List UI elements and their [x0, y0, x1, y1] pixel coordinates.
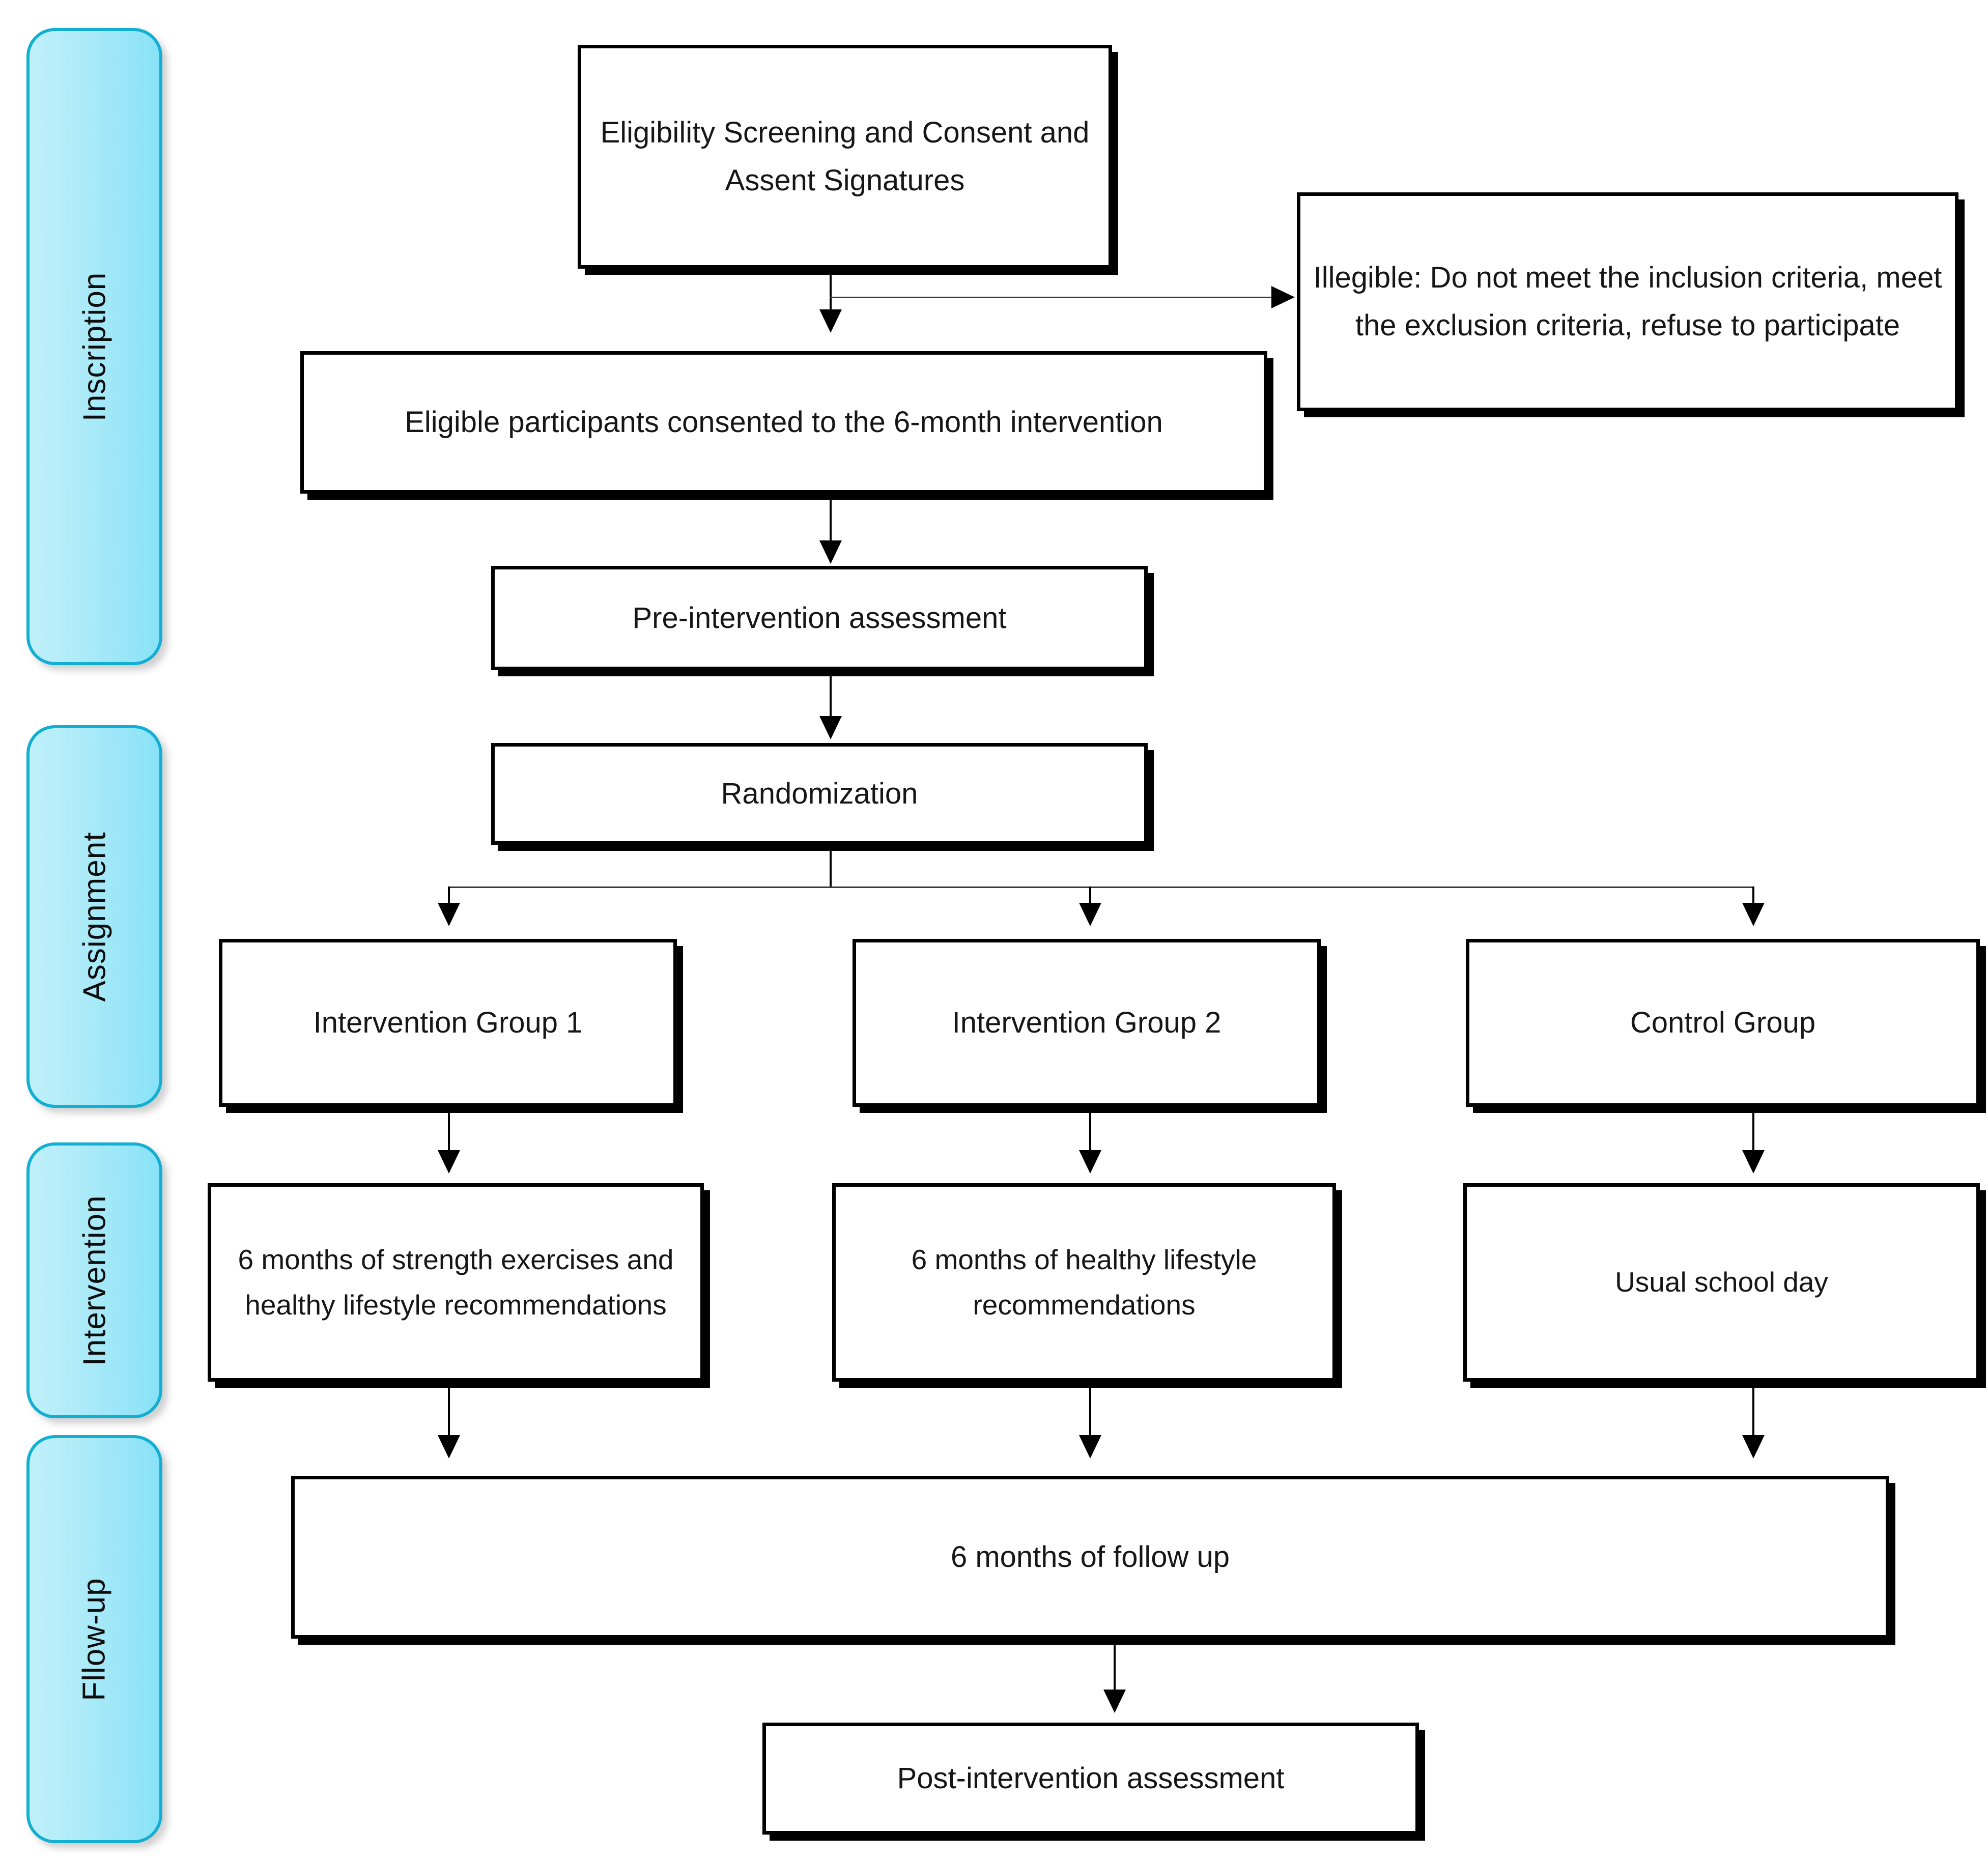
node-usual-school-day-label: Usual school day: [1615, 1266, 1828, 1298]
connector-bus-to-control: [1752, 886, 1754, 913]
node-pre-intervention-assessment[interactable]: Pre-intervention assessment: [491, 566, 1148, 670]
node-randomization[interactable]: Randomization: [491, 743, 1148, 845]
connector-control-to-usual-school-day: [1752, 1107, 1754, 1158]
node-intervention-group-2-label: Intervention Group 2: [952, 1006, 1222, 1040]
phase-tab-assignment[interactable]: Assignment: [26, 725, 162, 1108]
phase-tab-label: Fllow-up: [76, 1577, 112, 1701]
node-control-group[interactable]: Control Group: [1466, 939, 1980, 1107]
node-eligibility-screening[interactable]: Eligibility Screening and Consent and As…: [578, 45, 1112, 269]
node-control-group-label: Control Group: [1630, 1006, 1816, 1040]
node-usual-school-day[interactable]: Usual school day: [1463, 1183, 1980, 1382]
connector-pre-assessment-to-randomization: [830, 670, 832, 726]
node-intervention-group-2[interactable]: Intervention Group 2: [853, 939, 1321, 1107]
phase-tab-inscription[interactable]: Inscription: [26, 28, 162, 665]
node-intervention-group-1-label: Intervention Group 1: [313, 1006, 583, 1040]
node-post-intervention-assessment-label: Post-intervention assessment: [897, 1762, 1285, 1795]
arrowhead-down-to-usual-school-day: [1742, 1150, 1765, 1174]
node-eligibility-screening-label: Eligibility Screening and Consent and As…: [600, 116, 1090, 197]
node-intervention-group-1[interactable]: Intervention Group 1: [219, 939, 677, 1107]
arrowhead-down-to-randomization: [819, 716, 842, 739]
arrowhead-down-followup-mid: [1079, 1435, 1101, 1458]
phase-tab-label: Intervention: [77, 1195, 112, 1366]
node-illegible-label: Illegible: Do not meet the inclusion cri…: [1313, 261, 1942, 342]
connector-intervention1-to-followup: [448, 1382, 450, 1442]
phase-tab-label: Inscription: [77, 272, 112, 421]
node-pre-intervention-assessment-label: Pre-intervention assessment: [632, 601, 1007, 635]
arrowhead-down-to-group2: [1079, 903, 1101, 926]
node-intervention-lifestyle-label: 6 months of healthy lifestyle recommenda…: [911, 1243, 1257, 1321]
connector-eligible-to-pre-assessment: [830, 494, 832, 551]
connector-randomization-bus: [448, 886, 1753, 888]
connector-screening-to-illegible: [830, 297, 1272, 298]
connector-bus-to-group1: [448, 886, 450, 913]
node-follow-up-label: 6 months of follow up: [950, 1540, 1230, 1574]
node-illegible[interactable]: Illegible: Do not meet the inclusion cri…: [1297, 192, 1958, 411]
arrowhead-down-to-group1: [438, 903, 460, 926]
connector-randomization-stem: [830, 845, 832, 888]
node-post-intervention-assessment[interactable]: Post-intervention assessment: [762, 1723, 1419, 1835]
node-intervention-strength[interactable]: 6 months of strength exercises and healt…: [208, 1183, 704, 1382]
node-follow-up[interactable]: 6 months of follow up: [291, 1476, 1889, 1639]
arrowhead-down-followup-right: [1742, 1435, 1765, 1458]
phase-tab-follow-up[interactable]: Fllow-up: [26, 1435, 162, 1843]
node-randomization-label: Randomization: [721, 777, 918, 811]
node-intervention-lifestyle[interactable]: 6 months of healthy lifestyle recommenda…: [832, 1183, 1336, 1382]
connector-group2-to-intervention2: [1089, 1107, 1091, 1158]
phase-tab-label: Assignment: [77, 832, 112, 1001]
arrowhead-down-to-control: [1742, 903, 1765, 926]
arrowhead-right-to-illegible: [1271, 286, 1295, 308]
phase-tab-intervention[interactable]: Intervention: [26, 1142, 162, 1418]
connector-screening-stem: [830, 269, 832, 320]
connector-usual-school-day-to-followup: [1752, 1382, 1754, 1442]
arrowhead-down-to-intervention2: [1079, 1150, 1101, 1174]
arrowhead-down-followup-left: [438, 1435, 460, 1458]
arrowhead-down-to-eligible: [819, 309, 842, 333]
connector-intervention2-to-followup: [1089, 1382, 1091, 1442]
arrowhead-down-to-intervention1: [438, 1150, 460, 1174]
connector-followup-to-post-assessment: [1114, 1639, 1116, 1699]
connector-group1-to-intervention1: [448, 1107, 450, 1158]
node-intervention-strength-label: 6 months of strength exercises and healt…: [238, 1243, 674, 1321]
connector-bus-to-group2: [1089, 886, 1091, 913]
arrowhead-down-to-pre-assessment: [819, 540, 842, 564]
node-eligible-participants-label: Eligible participants consented to the 6…: [405, 406, 1163, 439]
arrowhead-down-to-post-assessment: [1103, 1690, 1126, 1713]
node-eligible-participants[interactable]: Eligible participants consented to the 6…: [300, 351, 1267, 494]
